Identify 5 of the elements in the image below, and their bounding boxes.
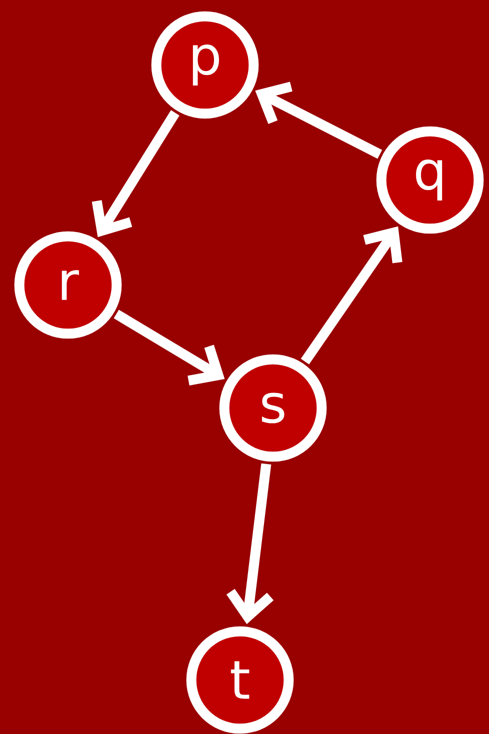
arrow (92, 110, 180, 238)
arrow (300, 226, 402, 364)
arrow (226, 463, 274, 624)
arrow (255, 82, 382, 159)
arrow (114, 310, 225, 386)
